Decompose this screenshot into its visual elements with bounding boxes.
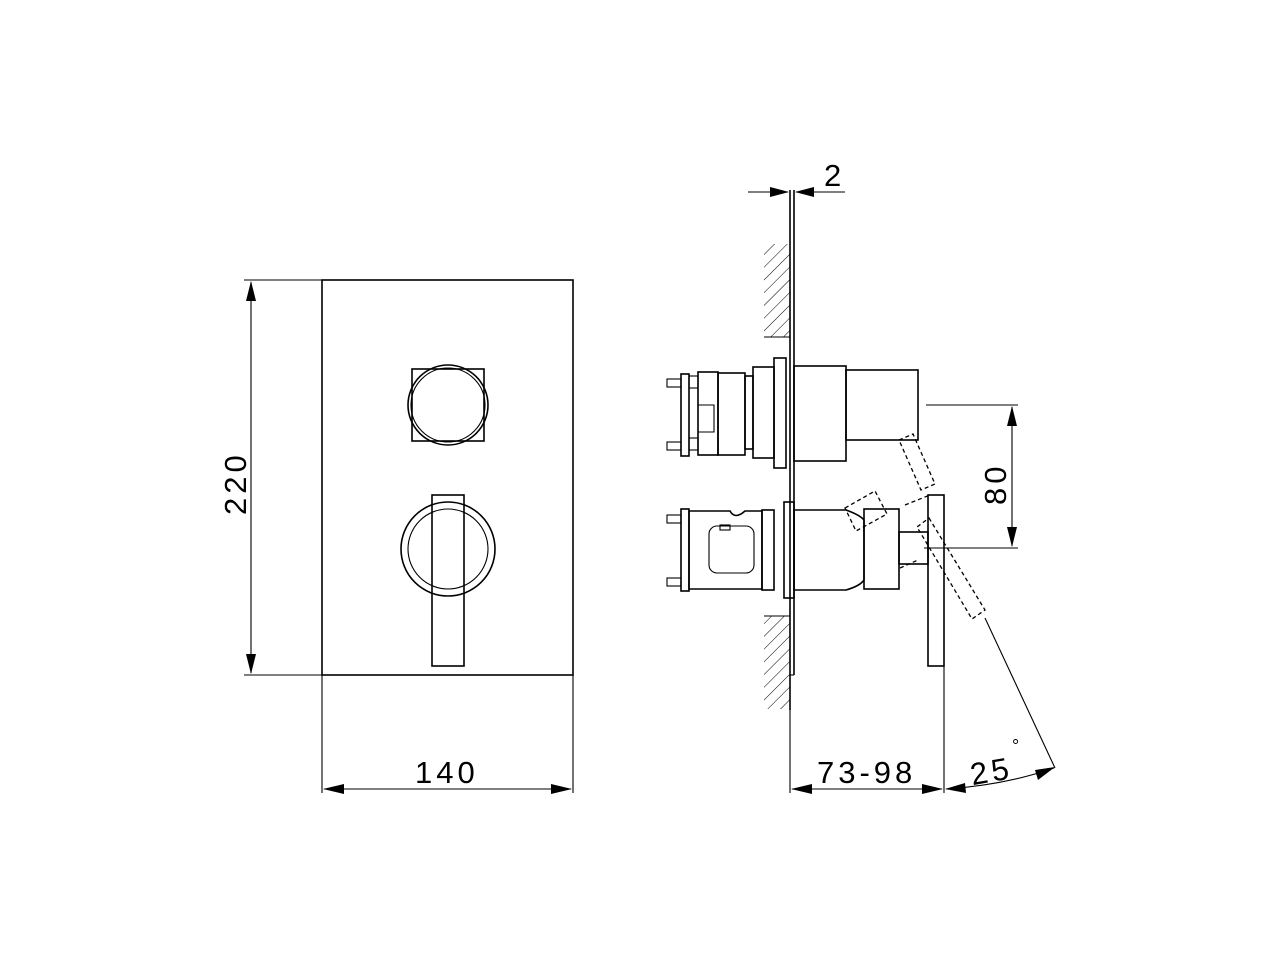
projection-label: 73-98 (817, 755, 916, 790)
width-label: 140 (415, 755, 479, 790)
diverter-knob (407, 364, 489, 446)
cover-plate (321, 279, 574, 676)
lever-rotated-outline (844, 433, 986, 620)
dimension-projection: 73-98 (789, 666, 945, 794)
thickness-label: 2 (824, 158, 845, 193)
axis-spacing-label: 80 (978, 463, 1013, 505)
dimension-height: 220 (218, 279, 322, 676)
mixer-lever (400, 494, 496, 667)
mixer-cartridge (666, 494, 945, 667)
lever-side (927, 494, 945, 667)
wall-hatch-top (764, 244, 790, 337)
wall-hatch-bottom (764, 616, 790, 709)
front-view: 220 140 (218, 279, 574, 794)
dimension-rotation-angle: 25 ° (945, 617, 1056, 793)
dimension-width: 140 (321, 675, 574, 794)
height-label: 220 (218, 451, 253, 515)
dimension-axis-spacing: 80 (924, 404, 1018, 549)
dimension-thickness: 2 (748, 158, 845, 197)
side-view: 2 (666, 158, 1056, 794)
rotation-label: 25 (968, 750, 1016, 792)
degree-symbol: ° (1012, 736, 1019, 756)
diverter-cartridge (666, 357, 919, 469)
